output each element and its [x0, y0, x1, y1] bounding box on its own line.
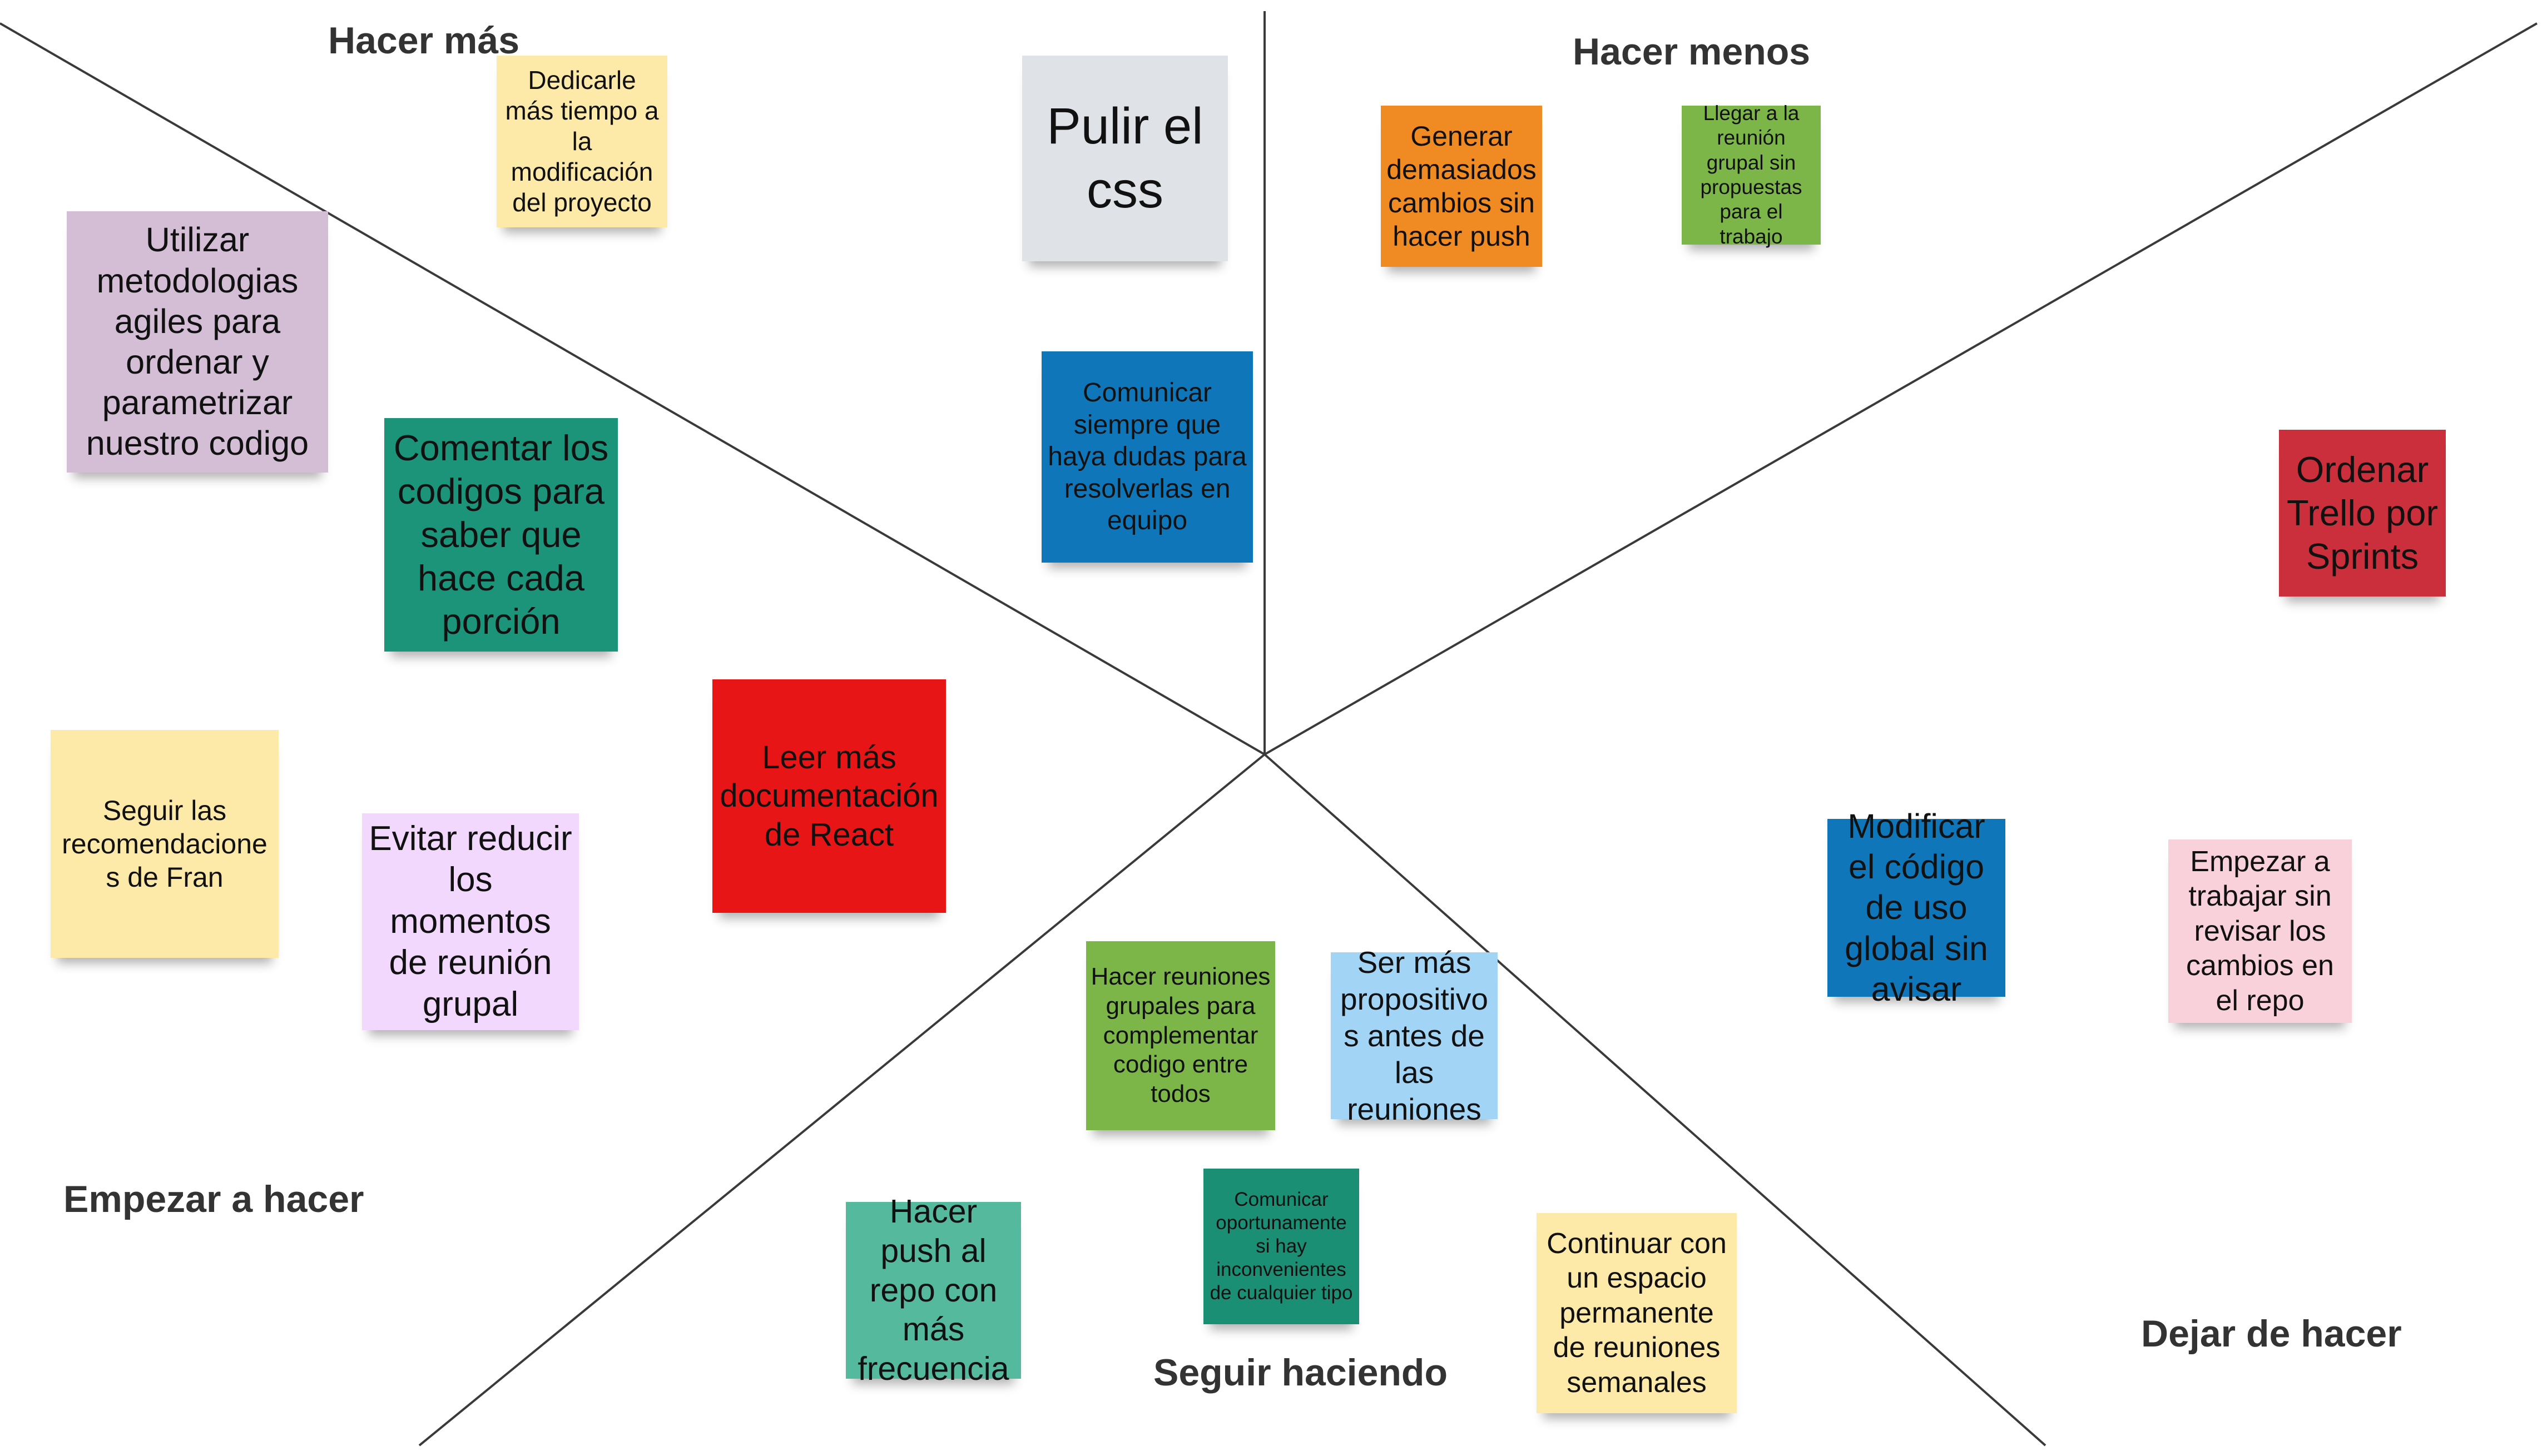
heading-empezar-a-hacer: Empezar a hacer: [63, 1178, 364, 1220]
sticky-note-text: Seguir las recomendaciones de Fran: [62, 795, 267, 893]
sticky-note-text: Llegar a la reunión grupal sin propuesta…: [1700, 101, 1802, 248]
sticky-note-text: Hacer reuniones grupales para complement…: [1091, 963, 1271, 1108]
sticky-note[interactable]: Ser más propositivos antes de las reunio…: [1331, 945, 1498, 1126]
sticky-note[interactable]: Leer más documentación de React: [712, 679, 946, 913]
sticky-note[interactable]: Comunicar oportunamente si hay inconveni…: [1203, 1169, 1359, 1324]
sticky-note-text: Comunicar oportunamente si hay inconveni…: [1210, 1189, 1353, 1304]
divider-top-right: [1264, 22, 2538, 756]
heading-seguir-haciendo: Seguir haciendo: [1153, 1351, 1448, 1394]
sticky-note[interactable]: Llegar a la reunión grupal sin propuesta…: [1682, 102, 1821, 248]
heading-hacer-mas: Hacer más: [328, 19, 520, 62]
heading-hacer-menos: Hacer menos: [1573, 31, 1811, 73]
sticky-note-text: Comentar los codigos para saber que hace…: [393, 428, 609, 642]
sticky-note-text: Continuar con un espacio permanente de r…: [1547, 1228, 1727, 1399]
sticky-note[interactable]: Dedicarle más tiempo a la modificación d…: [497, 56, 667, 227]
sticky-note[interactable]: Evitar reducir los momentos de reunión g…: [362, 813, 579, 1030]
sticky-note-text: Utilizar metodologias agiles para ordena…: [86, 221, 309, 463]
sticky-note[interactable]: Continuar con un espacio permanente de r…: [1537, 1213, 1737, 1413]
sticky-note-text: Ordenar Trello por Sprints: [2286, 449, 2439, 577]
sticky-note[interactable]: Comentar los codigos para saber que hace…: [384, 418, 618, 652]
sticky-note[interactable]: Hacer push al repo con más frecuencia: [846, 1193, 1021, 1387]
divider-top-left: [0, 22, 1266, 756]
sticky-note-text: Evitar reducir los momentos de reunión g…: [369, 819, 572, 1023]
sticky-note[interactable]: Generar demasiados cambios sin hacer pus…: [1381, 106, 1542, 267]
sticky-note[interactable]: Seguir las recomendaciones de Fran: [51, 730, 279, 958]
sticky-note-text: Leer más documentación de React: [720, 739, 939, 853]
sticky-note[interactable]: Pulir el css: [1022, 56, 1228, 261]
sticky-note-text: Hacer push al repo con más frecuencia: [858, 1193, 1009, 1388]
sticky-note[interactable]: Hacer reuniones grupales para complement…: [1086, 941, 1275, 1130]
sticky-note-text: Comunicar siempre que haya dudas para re…: [1048, 378, 1247, 536]
sticky-note[interactable]: Empezar a trabajar sin revisar los cambi…: [2168, 839, 2352, 1023]
sticky-note-text: Ser más propositivos antes de las reunio…: [1340, 945, 1488, 1126]
sticky-note-text: Dedicarle más tiempo a la modificación d…: [505, 65, 659, 217]
divider-bottom-right: [1263, 753, 2046, 1447]
sticky-note-text: Empezar a trabajar sin revisar los cambi…: [2186, 846, 2334, 1017]
sticky-note[interactable]: Modificar el código de uso global sin av…: [1827, 807, 2005, 1008]
heading-dejar-de-hacer: Dejar de hacer: [2141, 1313, 2402, 1355]
sticky-note-text: Pulir el css: [1047, 98, 1203, 218]
sticky-note-text: Modificar el código de uso global sin av…: [1845, 807, 1988, 1008]
sticky-note[interactable]: Comunicar siempre que haya dudas para re…: [1042, 351, 1253, 563]
sticky-note-text: Generar demasiados cambios sin hacer pus…: [1386, 121, 1537, 252]
divider-bottom-left: [418, 753, 1266, 1447]
sticky-note[interactable]: Ordenar Trello por Sprints: [2279, 430, 2446, 597]
sticky-note[interactable]: Utilizar metodologias agiles para ordena…: [67, 211, 328, 473]
